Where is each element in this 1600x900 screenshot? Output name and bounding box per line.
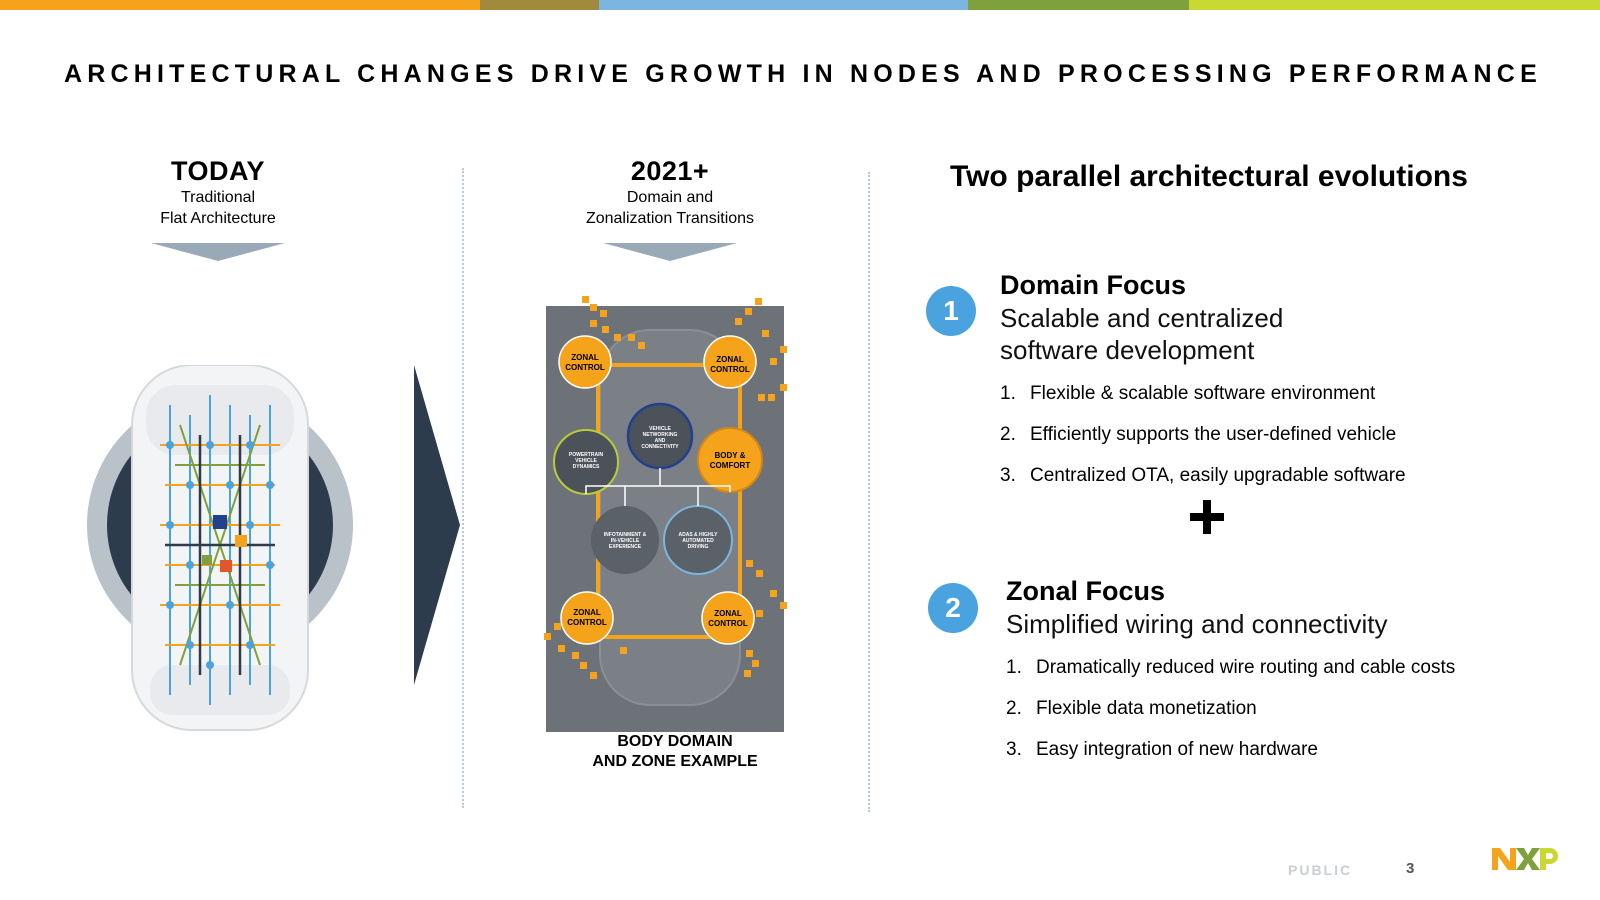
domain-vehicle-line3: AND <box>655 438 666 444</box>
future-header: 2021+ Domain and Zonalization Transition… <box>552 156 788 229</box>
zonal-focus-title: Zonal Focus <box>1006 576 1166 606</box>
domain-infotainment-line2: IN-VEHICLE <box>611 538 640 544</box>
domain-adas-line3: DRIVING <box>688 544 709 550</box>
caption-line2: AND ZONE EXAMPLE <box>592 753 758 770</box>
future-heading: 2021+ <box>630 156 710 186</box>
domain-body-line2: COMFORT <box>710 461 751 470</box>
list-item: 2.Efficiently supports the user-defined … <box>1000 424 1397 445</box>
zonal-focus-badge: 2 <box>928 583 978 633</box>
top-color-bar <box>0 0 1600 10</box>
domain-infotainment-line3: EXPERIENCE <box>609 544 642 550</box>
slide-title: ARCHITECTURAL CHANGES DRIVE GROWTH IN NO… <box>64 60 1542 88</box>
zone-bottom-left-line1: ZONAL <box>573 608 601 617</box>
domain-adas-line2: AUTOMATED <box>682 538 714 544</box>
bar-segment-lime <box>1189 0 1600 10</box>
zone-top-right-line1: ZONAL <box>716 355 744 364</box>
domain-vehicle-line4: CONNECTIVITY <box>641 444 679 450</box>
flat-architecture-car-illustration <box>87 365 353 731</box>
zone-bottom-right-line2: CONTROL <box>708 619 748 628</box>
domain-vehicle-line1: VEHICLE <box>649 426 671 432</box>
domain-vehicle-line2: NETWORKING <box>643 432 678 438</box>
list-item: 1.Flexible & scalable software environme… <box>1000 383 1376 404</box>
bar-segment-green <box>968 0 1189 10</box>
future-line2: Zonalization Transitions <box>585 210 755 227</box>
domain-infotainment-line1: INFOTAINMENT & <box>604 532 647 538</box>
domain-focus-title: Domain Focus <box>1000 270 1187 300</box>
bar-segment-blue <box>599 0 968 10</box>
domain-powertrain-line2: VEHICLE <box>575 458 597 464</box>
today-down-arrow <box>151 243 285 261</box>
diagram-caption: BODY DOMAIN AND ZONE EXAMPLE <box>560 732 790 772</box>
list-item: 3.Centralized OTA, easily upgradable sof… <box>1000 465 1406 486</box>
zone-bottom-right-line1: ZONAL <box>714 609 742 618</box>
today-line1: Traditional <box>180 189 256 206</box>
zonal-focus-subtitle: Simplified wiring and connectivity <box>1006 608 1388 640</box>
zonal-focus-list: 1.Dramatically reduced wire routing and … <box>1006 657 1455 780</box>
today-heading: TODAY <box>170 156 266 186</box>
today-line2: Flat Architecture <box>160 210 276 227</box>
domain-powertrain-line3: DYNAMICS <box>573 464 600 470</box>
zone-top-right-line2: CONTROL <box>710 365 750 374</box>
domain-body-line1: BODY & <box>715 451 746 460</box>
caption-line1: BODY DOMAIN <box>617 733 733 750</box>
bar-segment-olive <box>480 0 599 10</box>
domain-adas-line1: ADAS & HIGHLY <box>679 532 719 538</box>
future-down-arrow <box>603 243 737 261</box>
separator-right <box>868 172 870 812</box>
zone-top-left-line2: CONTROL <box>565 363 605 372</box>
domain-powertrain-line1: POWERTRAIN <box>569 452 604 458</box>
page-number: 3 <box>1406 860 1415 877</box>
separator-left <box>462 168 464 808</box>
today-header: TODAY Traditional Flat Architecture <box>118 156 318 229</box>
zonal-sub-line1: Simplified wiring and connectivity <box>1006 609 1388 639</box>
zonal-architecture-diagram: ZONAL CONTROL ZONAL CONTROL ZONAL CONTRO… <box>544 296 787 732</box>
domain-focus-subtitle: Scalable and centralized software develo… <box>1000 302 1283 366</box>
list-item: 2.Flexible data monetization <box>1006 698 1257 719</box>
transition-arrow <box>414 365 460 685</box>
bar-segment-orange <box>0 0 480 10</box>
classification-label: PUBLIC <box>1288 862 1353 878</box>
plus-icon <box>1190 500 1224 534</box>
future-line1: Domain and <box>626 189 714 206</box>
zone-bottom-left-line2: CONTROL <box>567 618 607 627</box>
right-title: Two parallel architectural evolutions <box>950 160 1468 193</box>
domain-focus-badge: 1 <box>926 286 976 336</box>
nxp-logo <box>1492 848 1558 870</box>
list-item: 1.Dramatically reduced wire routing and … <box>1006 657 1456 678</box>
list-item: 3.Easy integration of new hardware <box>1006 739 1318 760</box>
domain-focus-list: 1.Flexible & scalable software environme… <box>1000 383 1406 506</box>
domain-sub-line2: software development <box>1000 335 1255 365</box>
zone-top-left-line1: ZONAL <box>571 353 599 362</box>
domain-sub-line1: Scalable and centralized <box>1000 303 1284 333</box>
